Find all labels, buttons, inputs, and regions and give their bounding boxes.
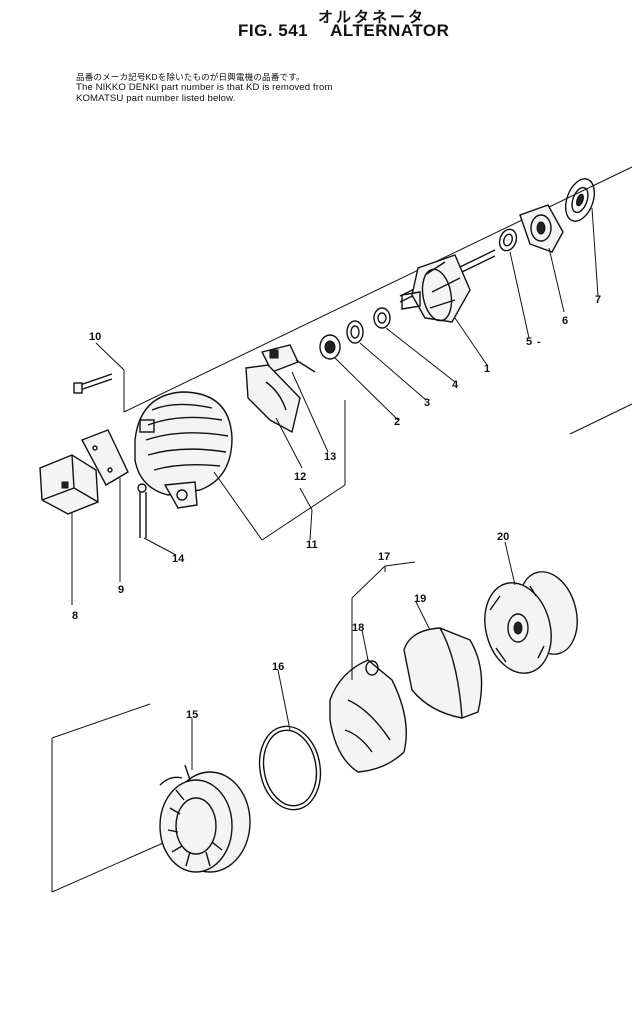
callout-5: 5 bbox=[526, 336, 532, 348]
figure-title-japanese: オルタネータ bbox=[318, 9, 427, 26]
callout-12: 12 bbox=[294, 471, 306, 483]
note-english-line-1: The NIKKO DENKI part number is that KD i… bbox=[76, 82, 333, 93]
callout-10: 10 bbox=[89, 331, 101, 343]
part-3-spacer bbox=[346, 320, 364, 344]
callout-14: 14 bbox=[172, 553, 185, 565]
note-english-line-2: KOMATSU part number listed below. bbox=[76, 93, 236, 104]
part-7-bearing bbox=[564, 178, 596, 222]
callout-5-suffix: - bbox=[537, 336, 541, 348]
callout-11: 11 bbox=[306, 539, 318, 551]
part-18-housing bbox=[329, 659, 407, 773]
part-10-bolt bbox=[73, 373, 113, 394]
part-8-regulator bbox=[39, 454, 99, 515]
part-16-ring bbox=[258, 725, 322, 811]
callout-8: 8 bbox=[72, 610, 78, 622]
callout-labels: 1 2 3 4 5 - 6 7 8 9 10 11 12 13 14 15 16… bbox=[72, 294, 601, 721]
callout-16: 16 bbox=[272, 661, 284, 673]
part-12-cover-plate bbox=[245, 364, 301, 434]
callout-7: 7 bbox=[595, 294, 601, 306]
callout-4: 4 bbox=[452, 379, 459, 391]
callout-18: 18 bbox=[352, 622, 364, 634]
callout-15: 15 bbox=[186, 709, 198, 721]
callout-19: 19 bbox=[414, 593, 426, 605]
part-4-washer bbox=[373, 307, 391, 329]
part-20-front-bracket bbox=[484, 571, 578, 674]
figure-title: FIG. 541 ALTERNATOR bbox=[238, 21, 449, 41]
part-5-collar bbox=[498, 228, 518, 252]
callout-2: 2 bbox=[394, 416, 400, 428]
part-9-gasket bbox=[81, 429, 129, 486]
leader-lines bbox=[71, 207, 599, 770]
part-2-bearing bbox=[319, 334, 341, 360]
callout-13: 13 bbox=[324, 451, 336, 463]
part-1-rotor bbox=[399, 249, 496, 323]
callout-9: 9 bbox=[118, 584, 124, 596]
part-11-rear-bracket bbox=[134, 391, 233, 509]
callout-3: 3 bbox=[424, 397, 430, 409]
grouping-frame-lines bbox=[51, 166, 633, 893]
figure-number: FIG. 541 bbox=[238, 21, 309, 40]
part-6-retainer-plate bbox=[519, 204, 564, 253]
part-19-cover bbox=[403, 627, 483, 719]
callout-1: 1 bbox=[484, 363, 490, 375]
figure-name: ALTERNATOR bbox=[330, 21, 450, 40]
callout-6: 6 bbox=[562, 315, 568, 327]
callout-17: 17 bbox=[378, 551, 390, 563]
part-14-terminal-bolt bbox=[137, 483, 147, 538]
part-15-stator bbox=[159, 764, 251, 873]
note-japanese: 品番のメーカ記号KDを除いたものが日興電機の品番です。 bbox=[76, 72, 305, 82]
callout-20: 20 bbox=[497, 531, 509, 543]
